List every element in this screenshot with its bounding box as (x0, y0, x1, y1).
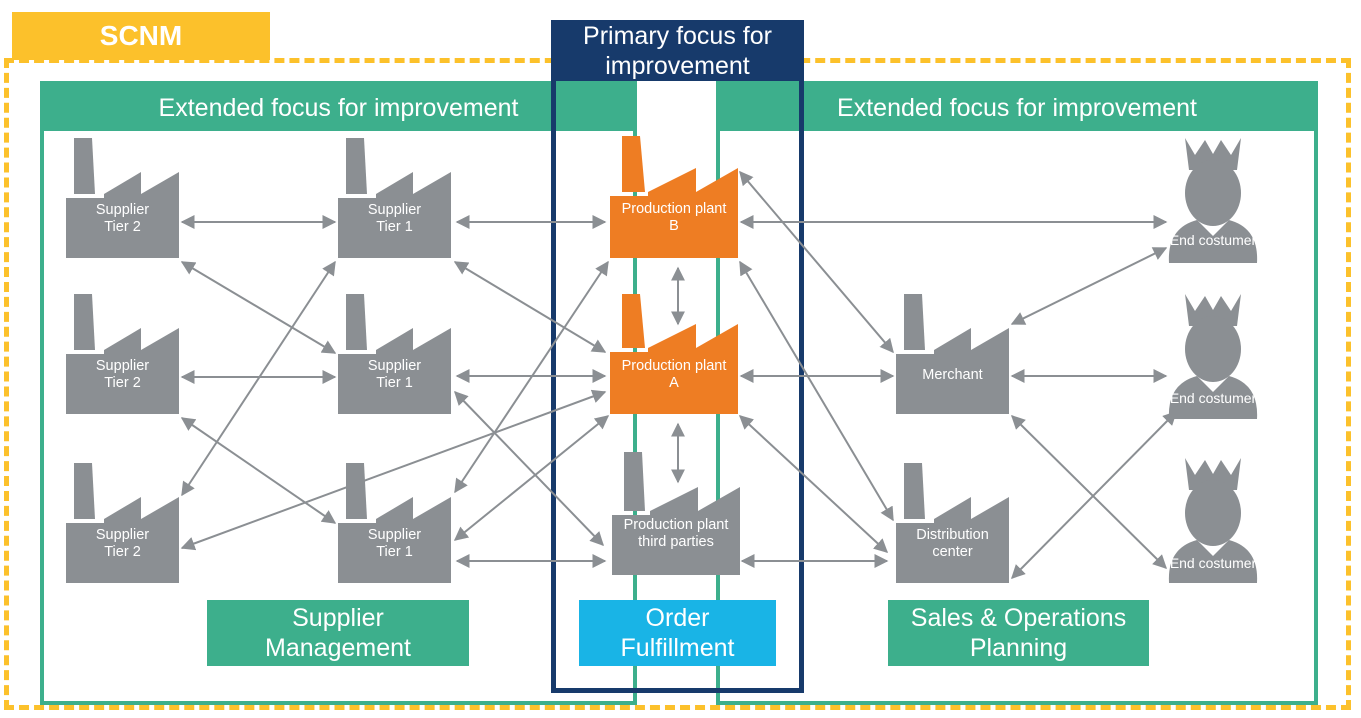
order-fulfillment-label: Order Fulfillment (579, 600, 776, 666)
arrow-dist-cust2 (1011, 411, 1177, 579)
supplier-management-label: Supplier Management (207, 600, 469, 666)
arrow-t1c-ppa (453, 415, 610, 541)
factory-icon-supplier-tier1-c (338, 463, 451, 583)
label-end-customer-3: End costumer (1169, 555, 1257, 571)
factory-icon-supplier-tier2-c (66, 463, 179, 583)
primary-focus-header: Primary focus for improvement (551, 20, 804, 81)
primary-focus-line2: improvement (605, 52, 750, 80)
label-merchant: Merchant (922, 367, 983, 383)
factory-icon-production-third-parties (612, 452, 740, 575)
extended-focus-left-header: Extended focus for improvement (40, 81, 637, 131)
factory-icon-supplier-tier2-a (66, 138, 179, 258)
arrow-t2a-t1b (180, 261, 337, 354)
extended-focus-right-header: Extended focus for improvement (716, 81, 1318, 131)
factory-icon-supplier-tier2-b (66, 294, 179, 414)
label-end-customer-2: End costumer (1169, 390, 1257, 406)
factory-icon-production-plant-b (610, 136, 738, 258)
arrow-t2b-t1c (180, 417, 337, 524)
arrow-ppb-merchant (739, 170, 894, 354)
arrow-t1a-ppa (453, 261, 607, 353)
factory-icon-supplier-tier1-a (338, 138, 451, 258)
customer-icon-2 (1168, 294, 1258, 419)
arrow-merchant-cust1 (1010, 247, 1168, 325)
scnm-badge: SCNM (12, 12, 270, 60)
factory-icon-distribution-center (896, 463, 1009, 583)
arrow-merchant-cust3 (1011, 415, 1167, 569)
arrow-ppb-dist (739, 260, 894, 522)
customer-icon-3 (1168, 458, 1258, 583)
factory-icon-merchant (896, 294, 1009, 414)
factory-icon-supplier-tier1-b (338, 294, 451, 414)
label-end-customer-1: End costumer (1169, 232, 1257, 248)
customer-icon-1 (1168, 138, 1258, 263)
arrow-t2c-t1a (181, 260, 336, 497)
factory-icon-production-plant-a (610, 294, 738, 414)
primary-focus-line1: Primary focus for (583, 22, 772, 50)
arrow-ppa-dist (738, 415, 889, 553)
sales-operations-planning-label: Sales & Operations Planning (888, 600, 1149, 666)
